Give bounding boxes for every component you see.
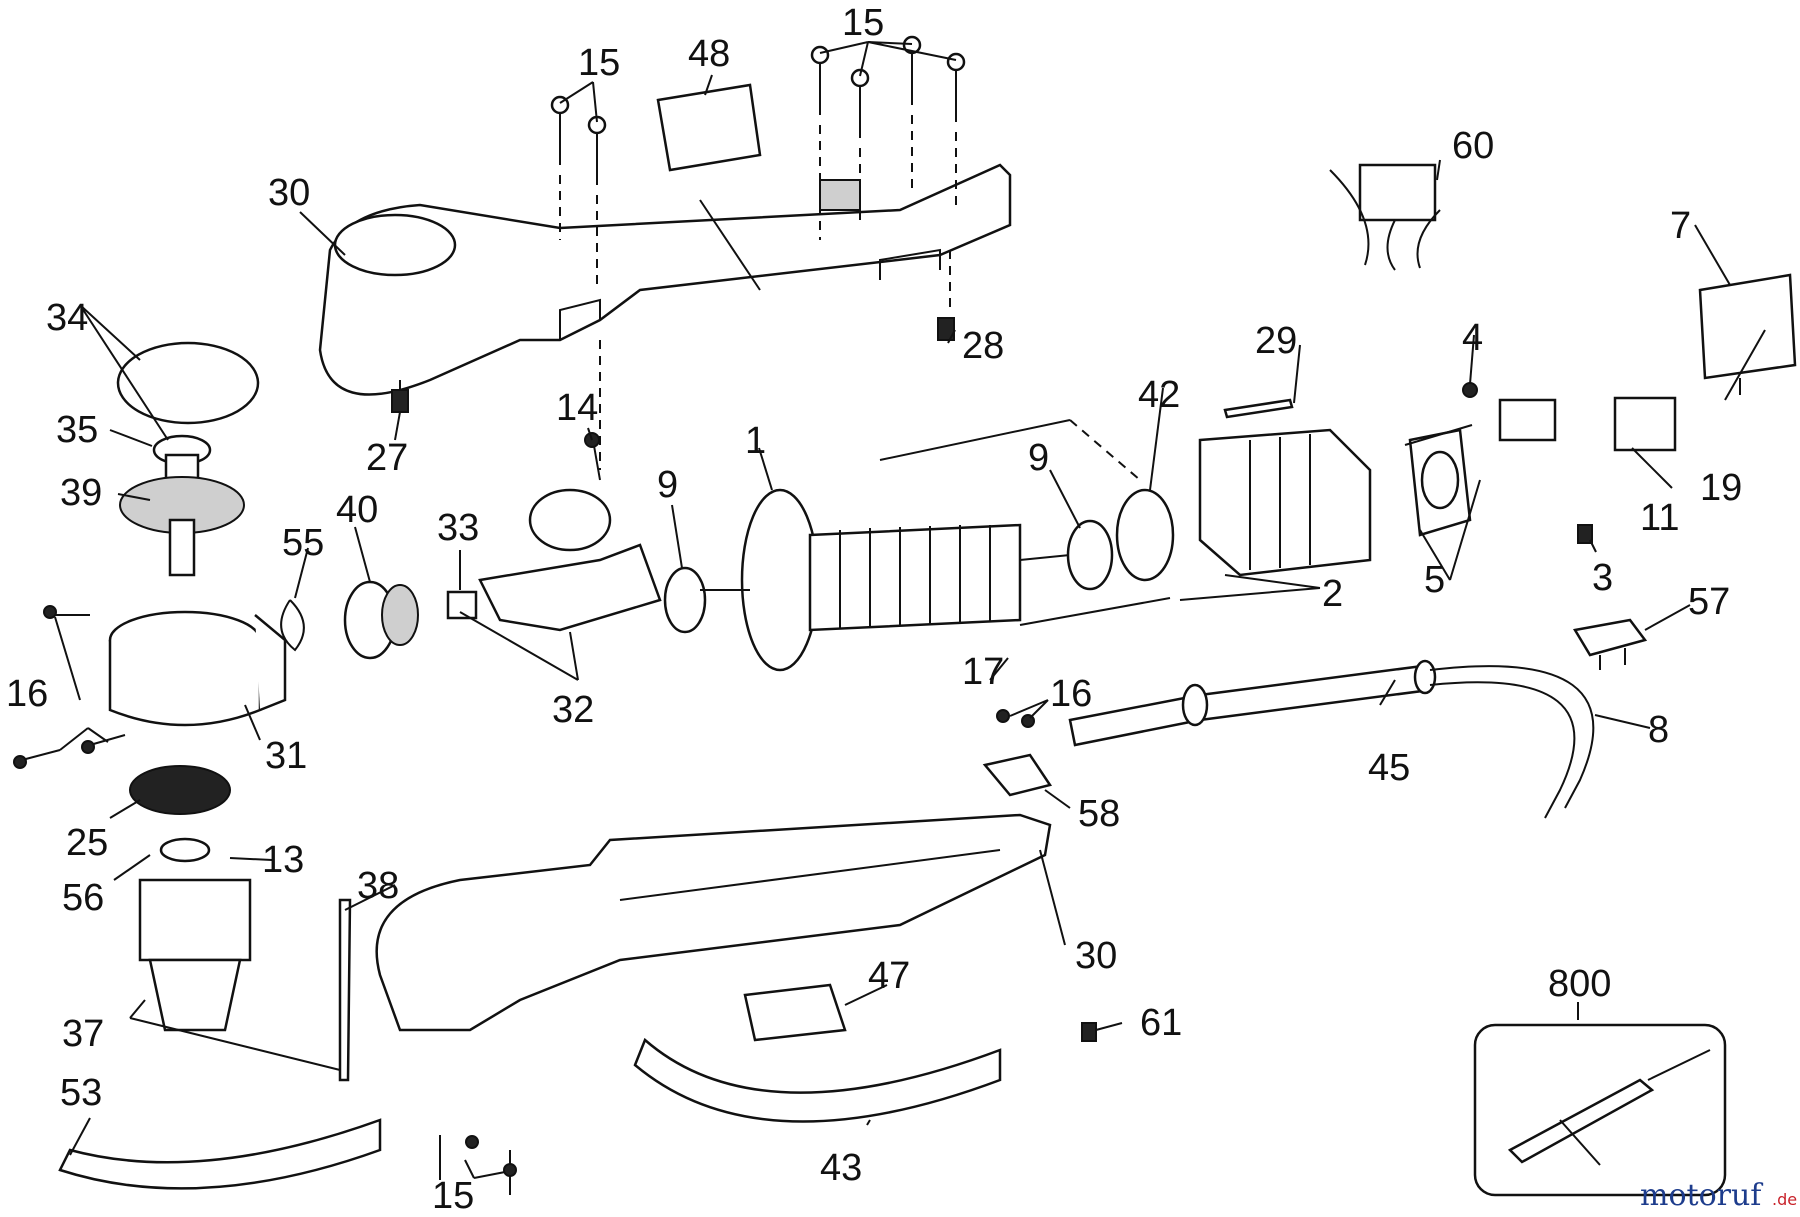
- label-plate-48: [656, 83, 762, 172]
- bearing-9-right: [1066, 519, 1114, 591]
- label-38: 38: [357, 865, 399, 907]
- bearing-9-left: [663, 566, 707, 634]
- label-39: 39: [60, 472, 102, 514]
- label-800: 800: [1548, 963, 1611, 1005]
- label-9-right: 9: [1028, 437, 1049, 479]
- chuck-key-38: [338, 898, 352, 1082]
- cover-43: [633, 1037, 1002, 1123]
- spring-3: [1577, 524, 1593, 544]
- label-45: 45: [1368, 747, 1410, 789]
- label-15-bottom: 15: [432, 1175, 474, 1217]
- handle-53: [58, 1118, 382, 1190]
- label-42: 42: [1138, 374, 1180, 416]
- label-35: 35: [56, 409, 98, 451]
- label-2: 2: [1322, 573, 1343, 615]
- terminal-57: [1572, 618, 1648, 670]
- label-29: 29: [1255, 320, 1297, 362]
- armature-1: [700, 488, 1071, 672]
- label-60: 60: [1452, 125, 1494, 167]
- label-16-right: 16: [1050, 673, 1092, 715]
- stator-2: [1198, 428, 1372, 577]
- label-11: 11: [1640, 497, 1679, 539]
- set-screw-27: [391, 389, 409, 413]
- label-14: 14: [556, 387, 598, 429]
- cover-34: [116, 341, 260, 425]
- bushing-33: [446, 590, 478, 620]
- label-30-lower: 30: [1075, 935, 1117, 977]
- label-27: 27: [366, 437, 408, 479]
- label-8: 8: [1648, 709, 1669, 751]
- capacitor-60: [1329, 163, 1441, 271]
- label-37: 37: [62, 1013, 104, 1055]
- label-53: 53: [60, 1072, 102, 1114]
- watermark: motoruf .de: [1640, 1178, 1797, 1213]
- leader-lines: [54, 41, 1731, 1179]
- washer-56: [159, 837, 211, 863]
- gear-case-31: [108, 610, 287, 727]
- label-15-screws-right: 15: [842, 2, 884, 44]
- cord-clamp-58: [982, 753, 1053, 797]
- switch-box-7: [1698, 273, 1797, 380]
- label-48: 48: [688, 33, 730, 75]
- label-15-screws-left: 15: [578, 42, 620, 84]
- label-5: 5: [1424, 559, 1445, 601]
- cord-8: [1429, 665, 1595, 819]
- label-43: 43: [820, 1147, 862, 1189]
- bearing-25: [129, 765, 231, 815]
- switch-11: [1498, 396, 1677, 452]
- label-9-left: 9: [657, 464, 678, 506]
- label-34: 34: [46, 297, 88, 339]
- label-19: 19: [1700, 467, 1742, 509]
- brush-holder-5: [1408, 428, 1472, 537]
- label-55: 55: [282, 522, 324, 564]
- pinion-40: [343, 580, 419, 660]
- label-13: 13: [262, 839, 304, 881]
- label-7: 7: [1670, 205, 1691, 247]
- label-40: 40: [336, 489, 378, 531]
- label-3: 3: [1592, 557, 1613, 599]
- label-30-upper: 30: [268, 172, 310, 214]
- label-17: 17: [962, 651, 1004, 693]
- chuck-37: [138, 878, 252, 1032]
- label-47: [743, 983, 847, 1042]
- label-33: 33: [437, 507, 479, 549]
- part-number-labels: 15 48 15 30 60 7 34 28 29 4 42 35 14 27 …: [6, 2, 1742, 1217]
- inset-800: [1473, 1023, 1727, 1197]
- ring-42: [1115, 488, 1175, 582]
- pin-29: [1223, 398, 1294, 419]
- label-47: 47: [868, 955, 910, 997]
- long-screw-upper: [879, 419, 1071, 461]
- label-58: 58: [1078, 793, 1120, 835]
- label-32: 32: [552, 689, 594, 731]
- gear-housing-32: [478, 488, 662, 632]
- bevel-gear-39: [119, 453, 245, 577]
- cord-45: [1068, 659, 1437, 747]
- label-56: 56: [62, 877, 104, 919]
- part-4: [1462, 382, 1478, 398]
- lower-housing-part-30: [375, 813, 1052, 1032]
- label-4: 4: [1462, 317, 1483, 359]
- svg-text:.de: .de: [1772, 1190, 1797, 1209]
- clip-55: [280, 599, 305, 652]
- set-screw-28: [937, 317, 955, 341]
- label-16-left: 16: [6, 673, 48, 715]
- label-25: 25: [66, 822, 108, 864]
- spring-61: [1081, 1022, 1097, 1042]
- svg-text:motoruf: motoruf: [1640, 1178, 1763, 1213]
- label-28: 28: [962, 325, 1004, 367]
- label-31: 31: [265, 735, 307, 777]
- label-1: 1: [745, 420, 766, 462]
- upper-housing-part-30: [318, 163, 1012, 396]
- label-61: 61: [1140, 1002, 1182, 1044]
- screws-15-top: [399, 35, 966, 470]
- long-screw-17: [1019, 597, 1171, 626]
- label-57: 57: [1688, 581, 1730, 623]
